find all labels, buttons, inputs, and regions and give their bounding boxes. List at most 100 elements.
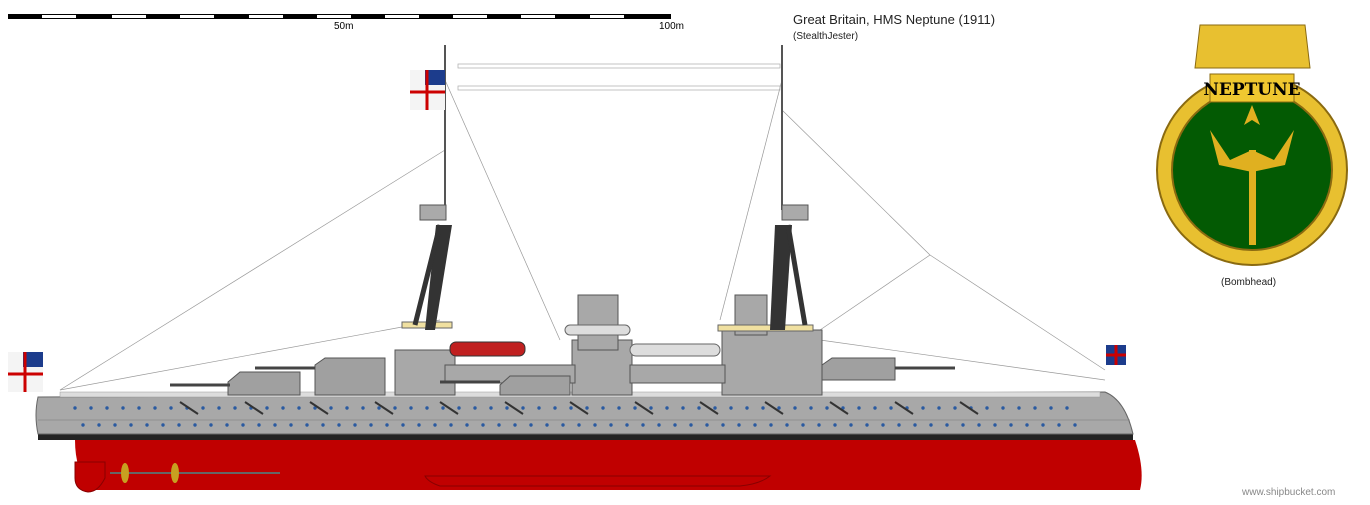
porthole — [81, 423, 85, 427]
porthole — [105, 406, 109, 410]
porthole — [1001, 406, 1005, 410]
casemate-gun — [309, 401, 329, 415]
porthole — [113, 423, 117, 427]
porthole — [681, 406, 685, 410]
porthole — [241, 423, 245, 427]
porthole — [529, 423, 533, 427]
porthole — [1065, 406, 1069, 410]
porthole — [937, 406, 941, 410]
porthole — [153, 406, 157, 410]
porthole — [177, 423, 181, 427]
porthole — [849, 423, 853, 427]
porthole — [417, 423, 421, 427]
porthole — [193, 423, 197, 427]
porthole — [833, 423, 837, 427]
porthole — [801, 423, 805, 427]
porthole — [425, 406, 429, 410]
porthole — [129, 423, 133, 427]
porthole — [233, 406, 237, 410]
porthole — [497, 423, 501, 427]
porthole — [545, 423, 549, 427]
scale-bar — [8, 14, 671, 19]
casemate-gun — [244, 401, 264, 415]
porthole — [377, 406, 381, 410]
porthole — [649, 406, 653, 410]
badge-name: NEPTUNE — [1203, 80, 1300, 100]
porthole — [273, 423, 277, 427]
casemate-gun — [634, 401, 654, 415]
porthole — [265, 406, 269, 410]
porthole — [713, 406, 717, 410]
porthole — [225, 423, 229, 427]
porthole — [857, 406, 861, 410]
porthole — [313, 406, 317, 410]
casemate-gun — [699, 401, 719, 415]
casemate-gun — [179, 401, 199, 415]
porthole — [329, 406, 333, 410]
porthole — [585, 406, 589, 410]
casemate-gun — [959, 401, 979, 415]
porthole — [577, 423, 581, 427]
porthole — [353, 423, 357, 427]
porthole — [873, 406, 877, 410]
porthole — [809, 406, 813, 410]
porthole — [521, 406, 525, 410]
porthole — [201, 406, 205, 410]
porthole — [97, 423, 101, 427]
porthole — [1009, 423, 1013, 427]
porthole — [985, 406, 989, 410]
stern-ensign-flag — [8, 352, 43, 392]
porthole — [145, 423, 149, 427]
drawing-title: Great Britain, HMS Neptune (1911) — [793, 12, 996, 27]
porthole — [449, 423, 453, 427]
porthole — [561, 423, 565, 427]
porthole — [769, 423, 773, 427]
porthole — [865, 423, 869, 427]
porthole — [889, 406, 893, 410]
ensign-flag — [410, 70, 445, 110]
porthole — [297, 406, 301, 410]
porthole — [665, 406, 669, 410]
porthole — [553, 406, 557, 410]
porthole — [641, 423, 645, 427]
porthole — [1057, 423, 1061, 427]
porthole — [73, 406, 77, 410]
porthole — [825, 406, 829, 410]
porthole — [1049, 406, 1053, 410]
porthole — [345, 406, 349, 410]
porthole — [737, 423, 741, 427]
porthole — [625, 423, 629, 427]
porthole — [841, 406, 845, 410]
porthole — [465, 423, 469, 427]
porthole — [209, 423, 213, 427]
porthole — [393, 406, 397, 410]
porthole — [505, 406, 509, 410]
porthole — [689, 423, 693, 427]
porthole — [657, 423, 661, 427]
porthole — [761, 406, 765, 410]
casemate-gun — [829, 401, 849, 415]
porthole — [409, 406, 413, 410]
porthole — [89, 406, 93, 410]
porthole — [961, 423, 965, 427]
porthole — [513, 423, 517, 427]
porthole — [361, 406, 365, 410]
porthole — [1017, 406, 1021, 410]
porthole — [217, 406, 221, 410]
porthole — [785, 423, 789, 427]
porthole — [977, 423, 981, 427]
porthole — [673, 423, 677, 427]
porthole — [569, 406, 573, 410]
rigging — [59, 63, 1106, 391]
porthole — [697, 406, 701, 410]
porthole — [337, 423, 341, 427]
porthole — [753, 423, 757, 427]
porthole — [257, 423, 261, 427]
porthole — [481, 423, 485, 427]
hull-topside — [35, 391, 1134, 435]
porthole — [953, 406, 957, 410]
porthole — [281, 406, 285, 410]
scale-label-50m: 50m — [334, 21, 354, 32]
porthole — [817, 423, 821, 427]
